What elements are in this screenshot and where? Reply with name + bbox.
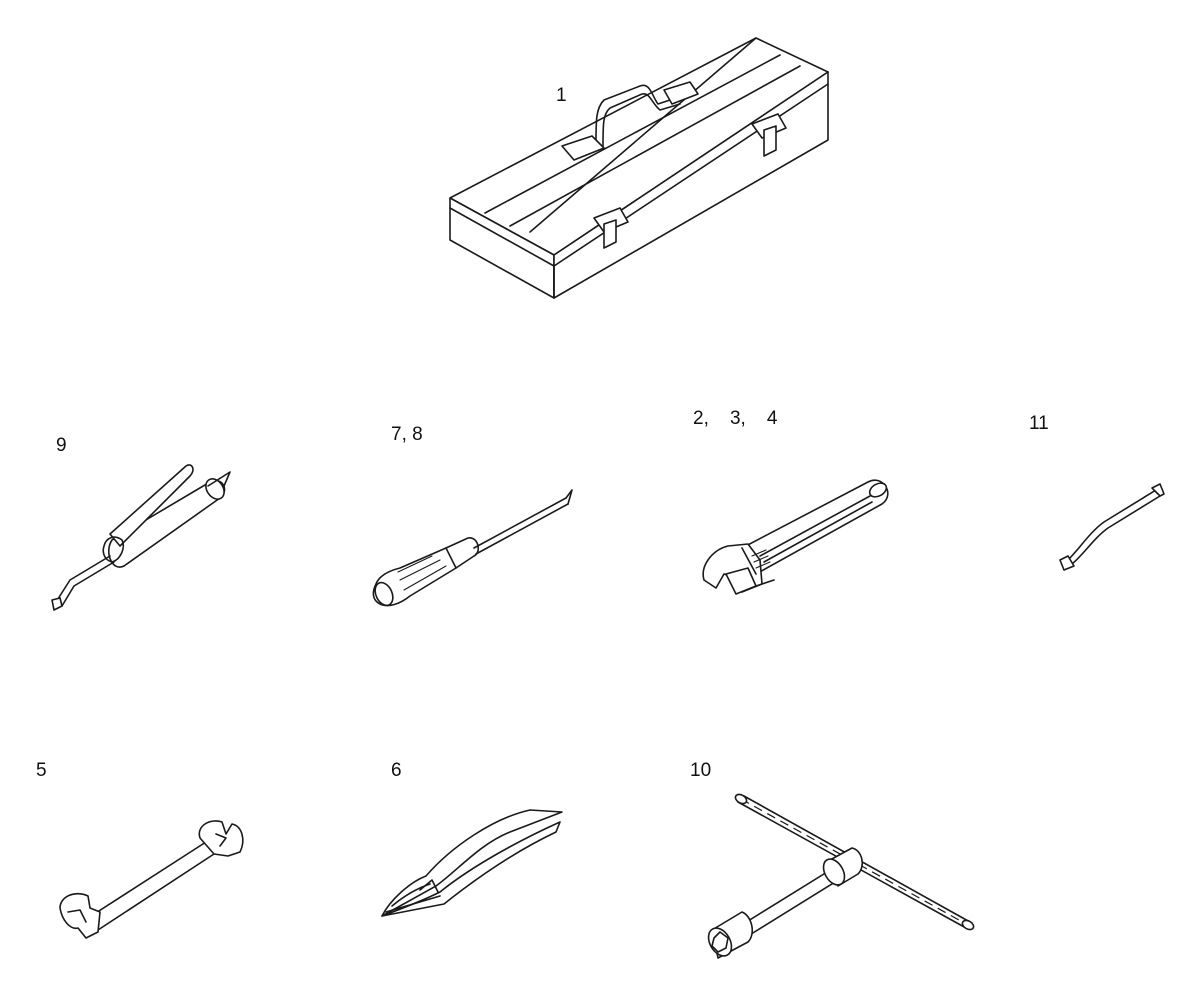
callout-1: 1 <box>556 85 567 106</box>
callout-11: 11 <box>1029 413 1049 434</box>
callout-6: 6 <box>391 760 402 781</box>
callout-10: 10 <box>690 760 712 781</box>
callout-2-3-4: 2, 3, 4 <box>693 408 778 429</box>
callout-7-8: 7, 8 <box>391 424 423 445</box>
callout-5: 5 <box>36 760 47 781</box>
callout-9: 9 <box>56 435 67 456</box>
